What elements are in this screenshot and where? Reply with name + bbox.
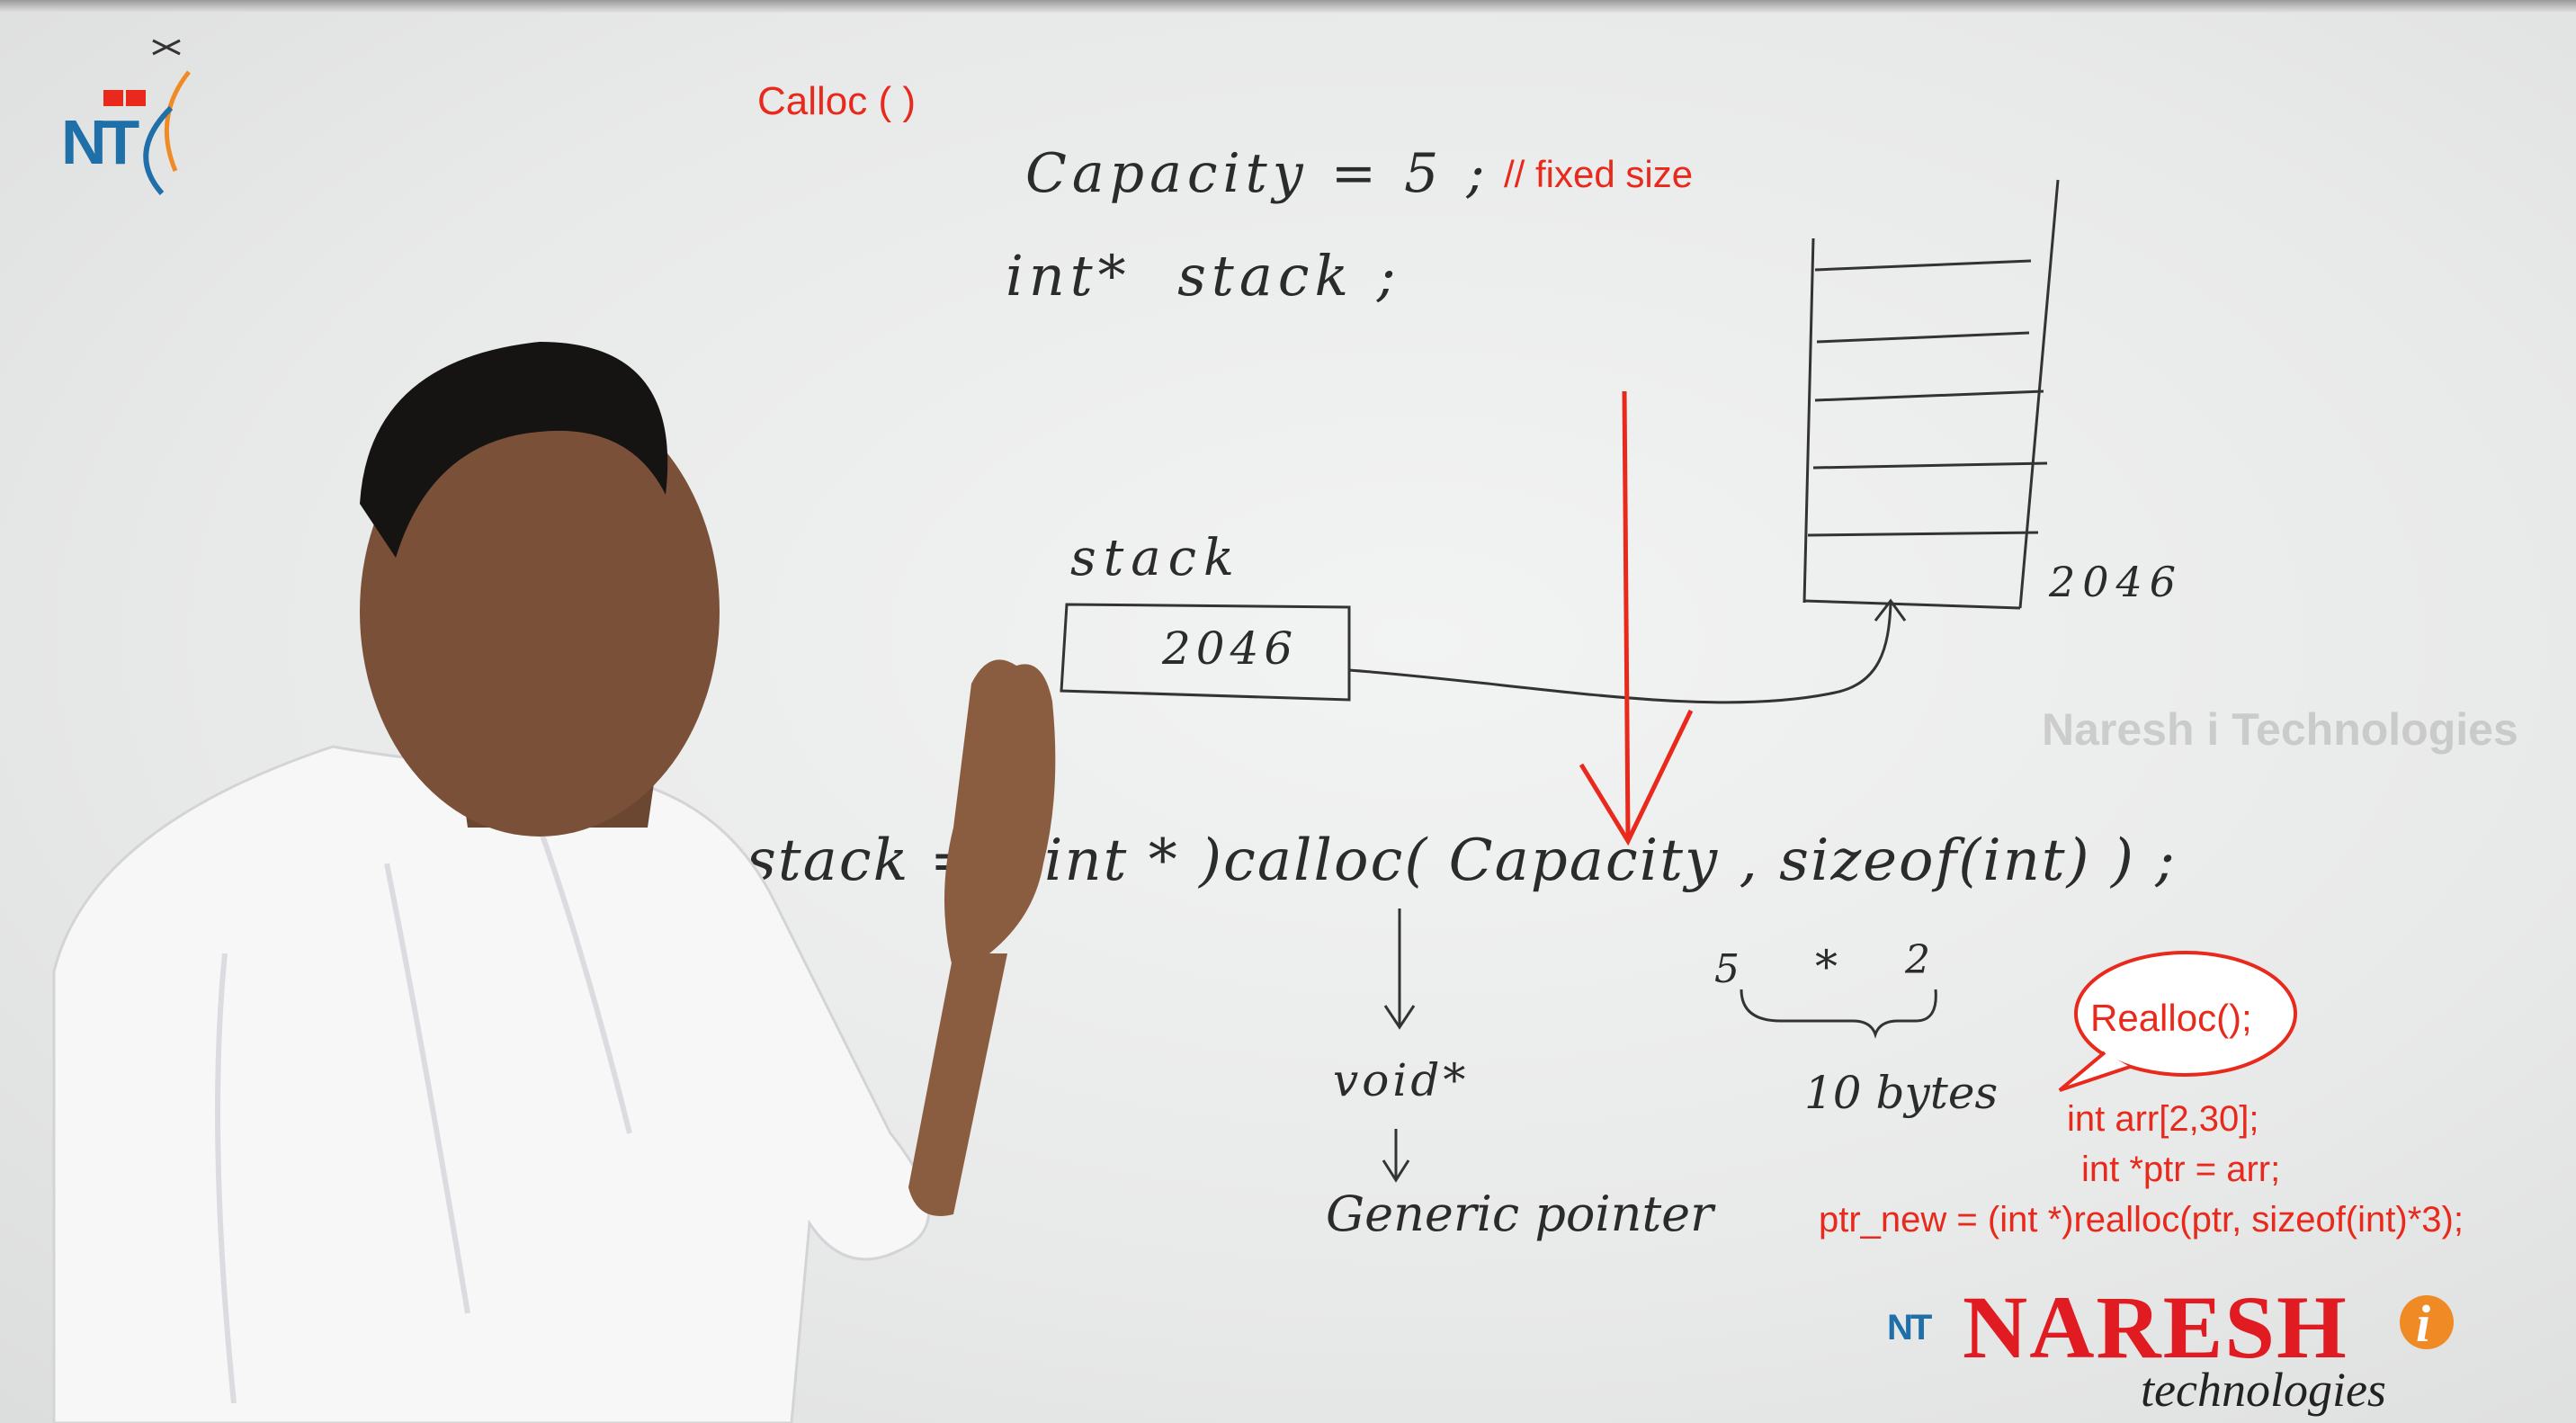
presenter xyxy=(0,324,1097,1423)
generic-pointer-label: Generic pointer xyxy=(1326,1186,1713,1242)
nt-logo-graphic xyxy=(103,39,191,195)
red-arrow xyxy=(1579,390,1694,846)
stack-box-value: 2046 xyxy=(1162,622,1299,675)
brand-i-letter: i xyxy=(2416,1294,2431,1353)
slide-title: Calloc ( ) xyxy=(757,79,917,123)
capacity-line: Capacity = 5 ; xyxy=(1025,142,1490,205)
stack-box xyxy=(1060,603,1351,702)
video-top-bar xyxy=(0,0,2576,13)
pointer-arrow xyxy=(1348,598,1907,704)
realloc-code-line-3: ptr_new = (int *)realloc(ptr, sizeof(int… xyxy=(1819,1200,2464,1240)
void-pointer-label: void* xyxy=(1333,1054,1470,1106)
stack-label: stack xyxy=(1070,529,1241,587)
nt-logo-text: NT xyxy=(61,107,139,177)
calc-five: 5 xyxy=(1714,946,1740,992)
realloc-bubble-text: Realloc(); xyxy=(2090,997,2252,1039)
array-table xyxy=(1802,179,2060,610)
calc-result: 10 bytes xyxy=(1804,1067,1999,1119)
void-arrows xyxy=(1382,908,1416,1183)
realloc-bubble-shape xyxy=(2058,951,2297,1092)
realloc-code-line-1: int arr[2,30]; xyxy=(2067,1099,2259,1139)
brand-subtitle: technologies xyxy=(2141,1363,2386,1417)
presenter-figure xyxy=(52,342,1056,1423)
naresh-brand-logo: NT NARESH i technologies xyxy=(1880,1268,2563,1421)
brand-name: NARESH xyxy=(1963,1277,2348,1377)
calc-times: * xyxy=(1815,941,1838,993)
watermark: Naresh i Technologies xyxy=(2042,704,2518,755)
calc-two: 2 xyxy=(1905,937,1930,983)
brand-mini-logo: NT xyxy=(1887,1308,1932,1347)
int-stack-line: int* stack ; xyxy=(1006,243,1401,309)
brace xyxy=(1740,989,1937,1039)
array-address: 2046 xyxy=(2049,558,2184,606)
realloc-code-line-2: int *ptr = arr; xyxy=(2081,1150,2281,1189)
nt-logo: NT xyxy=(54,36,243,225)
fixed-size-comment: // fixed size xyxy=(1504,153,1694,195)
brand-i-badge xyxy=(2400,1295,2454,1349)
